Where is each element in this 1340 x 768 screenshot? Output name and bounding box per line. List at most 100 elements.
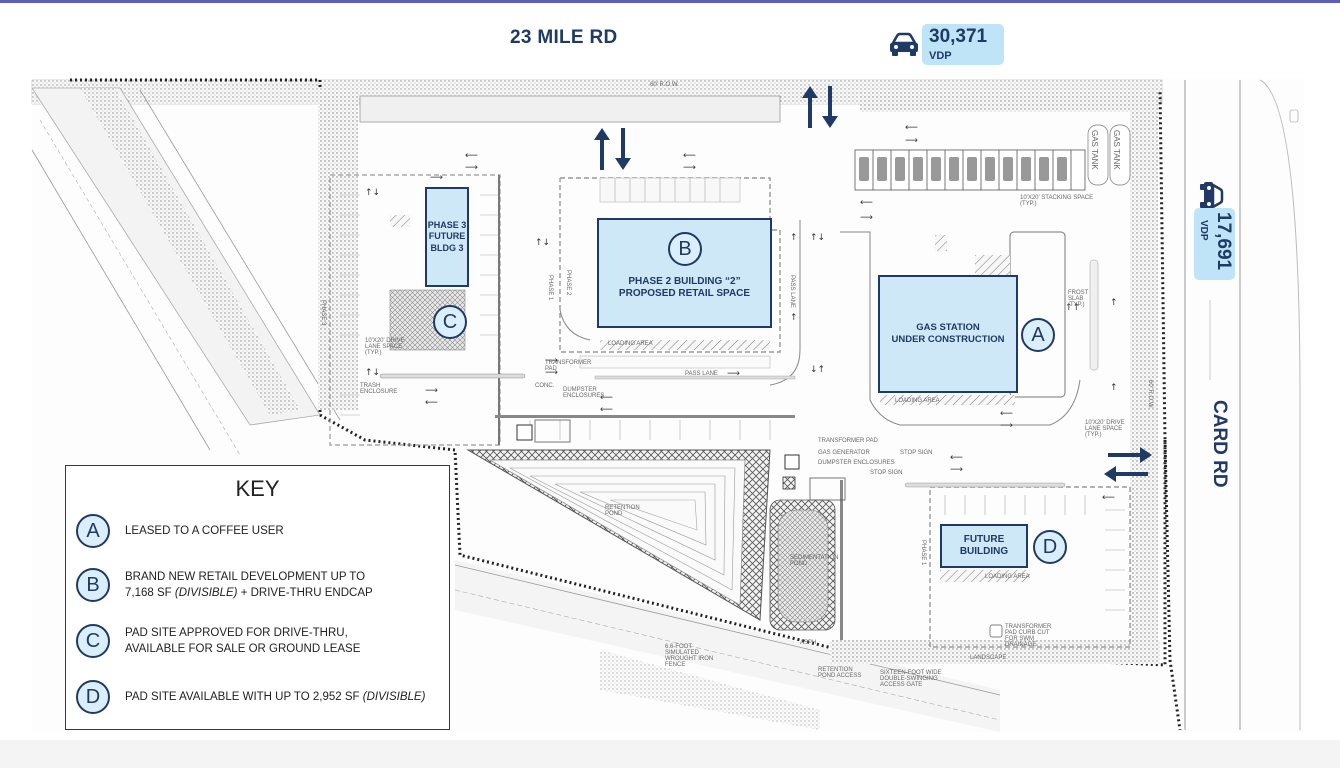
loading-area-a-label: LOADING AREA bbox=[895, 398, 940, 404]
key-marker-b: B bbox=[76, 568, 110, 602]
svg-text:⟵: ⟵ bbox=[683, 151, 696, 161]
road-23-mile: 23 MILE RD bbox=[510, 27, 618, 48]
svg-text:⟵: ⟵ bbox=[465, 151, 478, 161]
loading-area-d-label: LOADING AREA bbox=[985, 574, 1030, 580]
svg-text:⟵: ⟵ bbox=[905, 123, 918, 133]
traffic-count-north-value: 30,371 bbox=[929, 26, 988, 47]
top-accent-bar bbox=[0, 0, 1340, 3]
svg-text:↑↑: ↑↑ bbox=[1065, 303, 1080, 313]
svg-text:↑: ↑ bbox=[790, 233, 798, 243]
svg-text:⟶: ⟶ bbox=[860, 213, 873, 223]
stop-sign-1-label: STOP SIGN bbox=[900, 450, 933, 456]
traffic-count-north: 30,371 VDP bbox=[922, 24, 1004, 65]
svg-text:⟵: ⟵ bbox=[425, 398, 438, 408]
transformer-pad-2-label: TRANSFORMER PAD bbox=[818, 438, 878, 444]
row-east-label: 60' R.O.W. bbox=[1147, 380, 1153, 409]
building-c-future[interactable]: PHASE 3 FUTURE BLDG 3 bbox=[425, 187, 469, 287]
key-text-a: LEASED TO A COFFEE USER bbox=[125, 523, 284, 539]
retention-pond-label: RETENTION POND bbox=[605, 505, 640, 517]
fence-label: 6.6-FOOT SIMULATED WROUGHT IRON FENCE bbox=[665, 644, 714, 668]
svg-text:⟵: ⟵ bbox=[860, 198, 873, 208]
svg-text:↑↓: ↑↓ bbox=[535, 238, 550, 248]
road-card: CARD RD bbox=[1209, 400, 1230, 488]
landscape-label: LANDSCAPE bbox=[970, 655, 1007, 661]
dumpster-2-label: DUMPSTER ENCLOSURES bbox=[818, 460, 895, 466]
svg-text:↑: ↑ bbox=[1110, 383, 1118, 393]
gas-generator-label: GAS GENERATOR bbox=[818, 450, 870, 456]
drive-lane-a-label: 10'X20' DRIVE LANE SPACE (TYP.) bbox=[1085, 420, 1125, 438]
marker-a[interactable]: A bbox=[1021, 318, 1055, 352]
pond-access-label: RETENTION POND ACCESS bbox=[818, 667, 862, 679]
phase3-label: PHASE 3 bbox=[320, 300, 326, 326]
transformer-pad-label: TRANSFORMER PAD bbox=[545, 360, 592, 372]
building-a-line-1: GAS STATION bbox=[916, 322, 980, 334]
traffic-count-east-unit: VDP bbox=[1198, 220, 1209, 241]
building-c-line-2: FUTURE bbox=[428, 231, 466, 242]
sedimentation-pond-label: SEDIMENTATION POND bbox=[790, 555, 839, 567]
svg-text:⟵: ⟵ bbox=[950, 453, 963, 463]
car-icon bbox=[1200, 182, 1224, 210]
svg-text:↑: ↑ bbox=[790, 313, 798, 323]
stop-sign-2-label: STOP SIGN bbox=[870, 470, 903, 476]
svg-text:⟵: ⟵ bbox=[600, 393, 613, 403]
svg-text:⟶: ⟶ bbox=[950, 465, 963, 475]
svg-text:⟶: ⟶ bbox=[545, 368, 558, 378]
svg-text:↑↓: ↑↓ bbox=[810, 233, 825, 243]
pass-lane-v-label: PASS LANE bbox=[789, 275, 795, 308]
asph-label: ASPH. bbox=[800, 640, 819, 646]
gas-tank-label-1: GAS TANK bbox=[1090, 130, 1099, 170]
key-text-b-line-1: BRAND NEW RETAIL DEVELOPMENT UP TO bbox=[125, 571, 366, 583]
key-text-d-italic: (DIVISIBLE) bbox=[362, 691, 426, 703]
key-item-b: B BRAND NEW RETAIL DEVELOPMENT UP TO 7,1… bbox=[76, 568, 441, 604]
building-d-line-1: FUTURE bbox=[963, 533, 1005, 545]
key-text-c-line-2: AVAILABLE FOR SALE OR GROUND LEASE bbox=[125, 643, 361, 656]
trash-label: TRASH ENCLOSURE bbox=[360, 383, 398, 395]
bottom-bar bbox=[0, 740, 1340, 768]
svg-text:↓↑: ↓↑ bbox=[810, 365, 825, 375]
key-item-d: D PAD SITE AVAILABLE WITH UP TO 2,952 SF… bbox=[76, 680, 441, 716]
phase1b-label: PHASE 1 bbox=[920, 540, 926, 566]
key-item-a: A LEASED TO A COFFEE USER bbox=[76, 514, 441, 550]
row-label: 60' R.O.W. bbox=[650, 82, 679, 88]
key-text-d: PAD SITE AVAILABLE WITH UP TO 2,952 SF (… bbox=[125, 689, 425, 705]
building-d-future[interactable]: FUTURE BUILDING bbox=[940, 524, 1028, 568]
key-text-c: PAD SITE APPROVED FOR DRIVE-THRU, AVAILA… bbox=[125, 625, 360, 657]
marker-b[interactable]: B bbox=[668, 232, 702, 266]
frost-slab-label: FROST SLAB (TYP.) bbox=[1068, 290, 1089, 308]
key-text-b: BRAND NEW RETAIL DEVELOPMENT UP TO 7,168… bbox=[125, 569, 373, 601]
car-icon bbox=[890, 32, 918, 56]
svg-text:⟵: ⟵ bbox=[1000, 409, 1013, 419]
pass-lane-b-label: PASS LANE bbox=[685, 371, 718, 377]
svg-text:⟵: ⟵ bbox=[600, 405, 613, 415]
svg-text:⟵: ⟵ bbox=[1102, 493, 1115, 503]
svg-text:⟶: ⟶ bbox=[727, 369, 740, 379]
key-text-d-line-1: PAD SITE AVAILABLE WITH UP TO 2,952 SF bbox=[125, 691, 363, 703]
svg-text:⟶: ⟶ bbox=[430, 173, 443, 183]
building-a-gas-station[interactable]: GAS STATION UNDER CONSTRUCTION bbox=[878, 275, 1018, 393]
building-d-line-2: BUILDING bbox=[959, 546, 1009, 557]
transformer-d-label: TRANSFORMER PAD CURB CUT FOR SWM DRAINAG… bbox=[1005, 624, 1052, 648]
building-a-line-2: UNDER CONSTRUCTION bbox=[891, 334, 1005, 345]
building-c-line-3: BLDG 3 bbox=[430, 242, 464, 253]
svg-text:⟶: ⟶ bbox=[545, 356, 558, 366]
marker-c[interactable]: C bbox=[433, 305, 467, 339]
traffic-count-north-unit: VDP bbox=[929, 50, 952, 62]
svg-text:↑↓: ↑↓ bbox=[365, 188, 380, 198]
svg-text:↑↓: ↑↓ bbox=[365, 368, 380, 378]
gas-tank-label-2: GAS TANK bbox=[1112, 130, 1121, 170]
svg-text:⟶: ⟶ bbox=[905, 136, 918, 146]
svg-text:↑: ↑ bbox=[1110, 298, 1118, 308]
stacking-label: 10'X20' STACKING SPACE (TYP.) bbox=[1020, 195, 1094, 207]
traffic-count-east-value: 17,691 bbox=[1213, 212, 1234, 271]
map-key: KEY A LEASED TO A COFFEE USER B BRAND NE… bbox=[65, 465, 450, 730]
key-item-c: C PAD SITE APPROVED FOR DRIVE-THRU, AVAI… bbox=[76, 624, 441, 660]
key-text-b-line-2: 7,168 SF bbox=[125, 587, 175, 600]
svg-text:⟶: ⟶ bbox=[465, 163, 478, 173]
gate-label: SIXTEEN-FOOT WIDE DOUBLE-SWINGING ACCESS… bbox=[880, 670, 942, 688]
svg-text:⟶: ⟶ bbox=[683, 163, 696, 173]
building-b-line-1: PHASE 2 BUILDING “2” bbox=[628, 275, 741, 287]
key-marker-a: A bbox=[76, 514, 110, 548]
phase2-label: PHASE 2 bbox=[565, 270, 571, 296]
key-text-b-tail: + DRIVE-THRU ENDCAP bbox=[237, 587, 373, 600]
marker-d[interactable]: D bbox=[1033, 530, 1067, 564]
